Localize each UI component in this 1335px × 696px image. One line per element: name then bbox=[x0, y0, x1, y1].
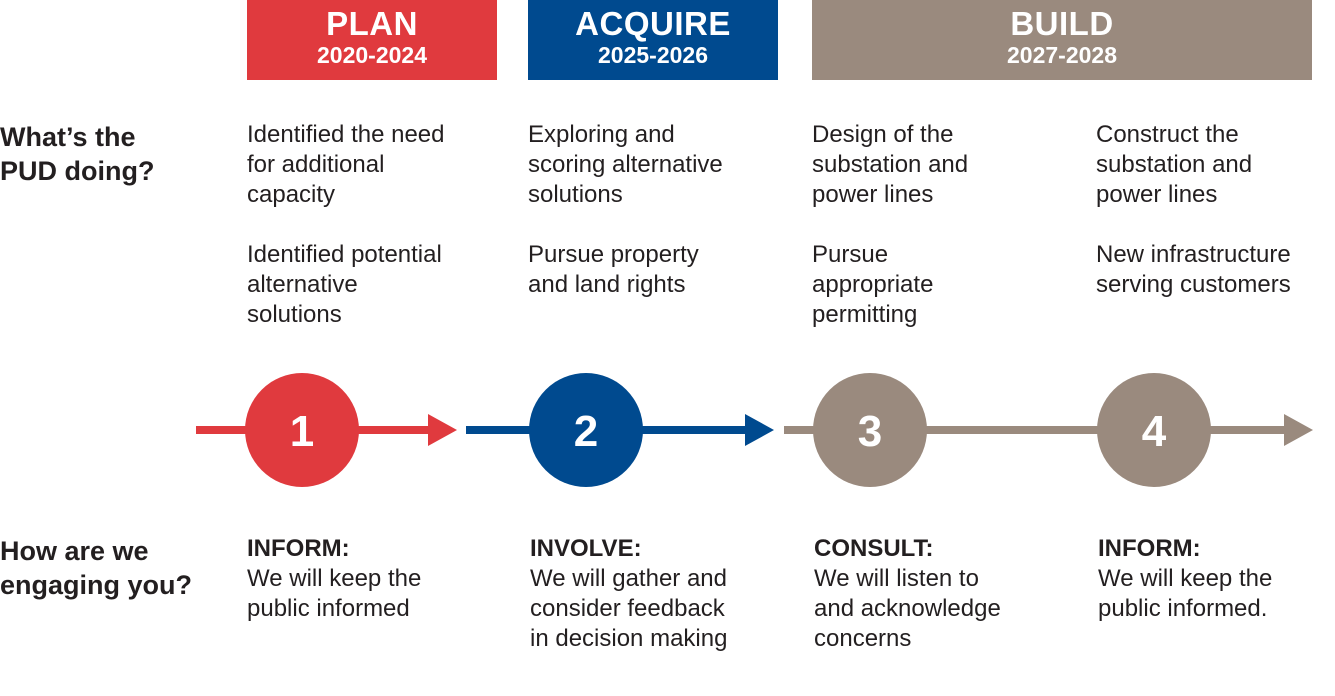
step-number: 1 bbox=[290, 407, 314, 456]
row-label-line: PUD doing? bbox=[0, 156, 155, 186]
step-number: 2 bbox=[574, 407, 598, 456]
engagement-column-4: INFORM: We will keep the public informed… bbox=[1098, 534, 1272, 624]
engagement-line: We will listen to bbox=[814, 565, 979, 592]
phase-plan: PLAN 2020-2024 bbox=[247, 0, 497, 80]
engagement-line: public informed bbox=[247, 595, 410, 622]
phase-build: BUILD 2027-2028 bbox=[812, 0, 1312, 80]
phase-name: ACQUIRE bbox=[575, 5, 731, 42]
engagement-heading: INVOLVE: bbox=[530, 535, 642, 562]
step-circle bbox=[1097, 373, 1211, 487]
engagement-line: and acknowledge bbox=[814, 595, 1001, 622]
engagement-line: We will gather and bbox=[530, 565, 727, 592]
engagement-column-1: INFORM: We will keep the public informed bbox=[247, 534, 421, 624]
step-number: 4 bbox=[1142, 407, 1167, 456]
arrowhead-build bbox=[1284, 414, 1313, 446]
engagement-heading: INFORM: bbox=[1098, 535, 1201, 562]
row-label-line: How are we bbox=[0, 536, 149, 566]
engagement-line: public informed. bbox=[1098, 595, 1268, 622]
engagement-line: consider feedback bbox=[530, 595, 725, 622]
engagement-heading: INFORM: bbox=[247, 535, 350, 562]
step-circle bbox=[245, 373, 359, 487]
arrowhead-plan bbox=[428, 414, 457, 446]
step-circle bbox=[813, 373, 927, 487]
engagement-line: concerns bbox=[814, 625, 912, 652]
row-label-line: What’s the bbox=[0, 122, 136, 152]
step-circle bbox=[529, 373, 643, 487]
phase-name: PLAN bbox=[326, 5, 418, 42]
phase-acquire: ACQUIRE 2025-2026 bbox=[528, 0, 778, 80]
step-1: 1 bbox=[245, 373, 359, 487]
step-2: 2 bbox=[529, 373, 643, 487]
timeline-diagram: 1 2 3 4 bbox=[196, 373, 1313, 487]
row-label-doing: What’s the PUD doing? bbox=[0, 120, 154, 188]
row-label-line: engaging you? bbox=[0, 570, 192, 600]
engagement-line: We will keep the bbox=[1098, 565, 1273, 592]
step-4: 4 bbox=[1097, 373, 1211, 487]
engagement-line: We will keep the bbox=[247, 565, 422, 592]
engagement-heading: CONSULT: bbox=[814, 535, 934, 562]
row-label-engaging: How are we engaging you? bbox=[0, 534, 192, 602]
engagement-line: in decision making bbox=[530, 625, 728, 652]
step-number: 3 bbox=[858, 407, 882, 456]
arrowhead-acquire bbox=[745, 414, 774, 446]
engagement-column-3: CONSULT: We will listen to and acknowled… bbox=[814, 534, 1001, 654]
step-3: 3 bbox=[813, 373, 927, 487]
phase-name: BUILD bbox=[1010, 5, 1114, 42]
phase-years: 2025-2026 bbox=[598, 42, 708, 68]
phase-years: 2020-2024 bbox=[317, 42, 427, 68]
engagement-column-2: INVOLVE: We will gather and consider fee… bbox=[530, 534, 727, 654]
phase-years: 2027-2028 bbox=[1007, 42, 1117, 68]
